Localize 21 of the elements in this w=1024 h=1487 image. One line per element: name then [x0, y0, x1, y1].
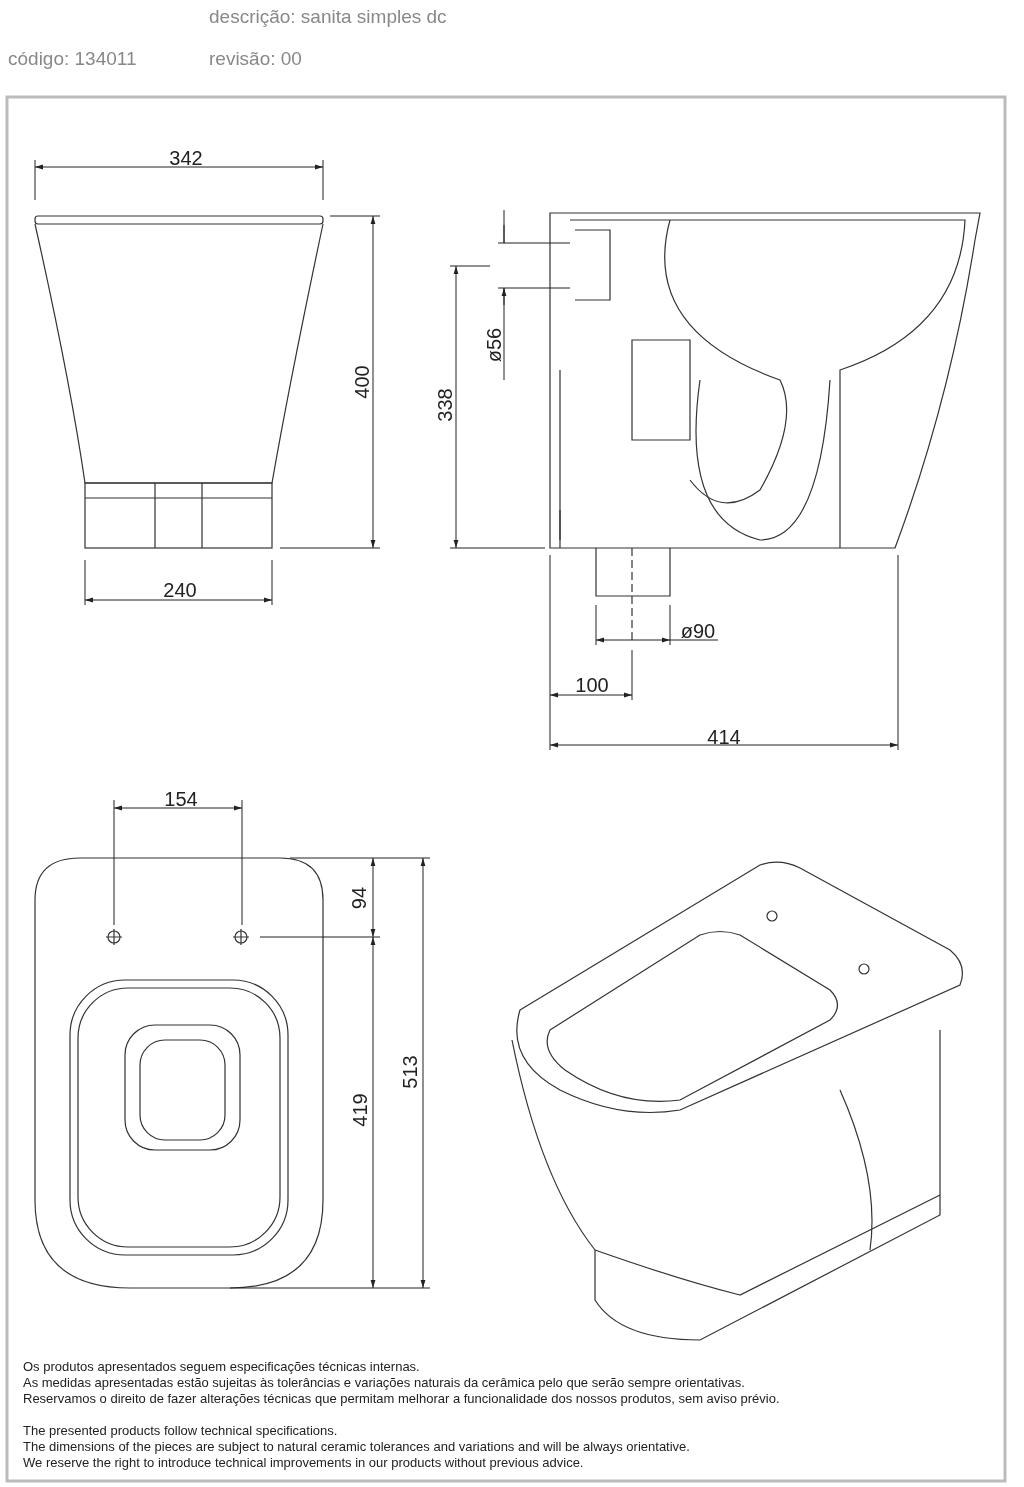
dimension-label: 154	[164, 787, 198, 811]
dimension-label: 414	[707, 725, 741, 749]
disclaimer-note: As medidas apresentadas estão sujeitas às tolerâncias e variações naturais da cerâmica pelo que serão sempre orientativas.	[23, 1375, 745, 1390]
dimension-label: 94	[347, 886, 371, 910]
header-field: descrição: sanita simples dc	[209, 6, 447, 28]
disclaimer-note: The presented products follow technical specifications.	[23, 1423, 338, 1438]
header-field: revisão: 00	[209, 48, 302, 70]
disclaimer-note: We reserve the right to introduce technical improvements in our products without previous advice.	[23, 1455, 584, 1470]
dimension-label: 400	[350, 365, 374, 399]
dimension-label: 100	[575, 673, 609, 697]
dimension-label: 240	[163, 578, 197, 602]
dimension-label: 513	[398, 1055, 422, 1089]
disclaimer-note: Reservamos o direito de fazer alterações técnicas que permitam melhorar a funcionalidade dos nossos produtos, sem aviso prévio.	[23, 1391, 780, 1406]
header-field: código: 134011	[8, 48, 137, 70]
dimension-label: 342	[169, 146, 203, 170]
dimension-label: 419	[348, 1093, 372, 1127]
disclaimer-note: Os produtos apresentados seguem especificações técnicas internas.	[23, 1359, 420, 1374]
dimension-label: ø90	[680, 619, 716, 643]
dimension-label: ø56	[482, 327, 506, 363]
dimension-label: 338	[433, 388, 457, 422]
disclaimer-note: The dimensions of the pieces are subject to natural ceramic tolerances and variations and will be always orientative.	[23, 1439, 690, 1454]
